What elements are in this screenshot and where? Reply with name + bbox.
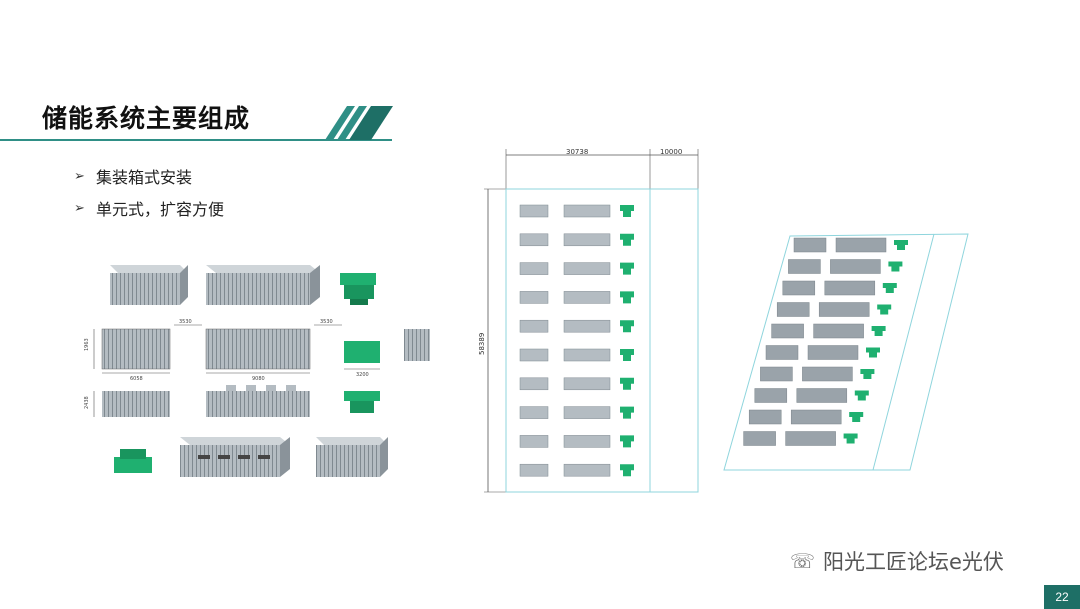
iso-pcs-unit: [894, 240, 908, 250]
battery-container-large-3d-front: [180, 437, 290, 477]
iso-pcs-unit: [860, 369, 875, 379]
plan-container-small: [519, 291, 549, 304]
pcs-unit-3d: [340, 273, 376, 305]
iso-pcs-unit: [882, 283, 897, 293]
iso-container-large: [830, 259, 881, 274]
plan-container-large: [563, 262, 611, 275]
iso-container-small: [748, 409, 782, 425]
dim-width-aux: 10000: [660, 148, 682, 156]
plan-container-small: [519, 406, 549, 419]
plan-container-small: [519, 348, 549, 362]
iso-container-small: [743, 431, 776, 446]
wechat-icon: ☏: [790, 549, 816, 573]
plan-pcs-unit: [620, 349, 634, 361]
dim-label: 9080: [252, 376, 265, 382]
bullet-item: ➢ 单元式，扩容方便: [74, 192, 224, 224]
plan-pcs-unit: [620, 262, 634, 275]
dim-label: 6058: [130, 376, 143, 382]
plan-pcs-unit: [620, 377, 634, 390]
title-stripes-decoration: [325, 106, 393, 140]
dim-label: 3200: [356, 372, 369, 378]
iso-pcs-unit: [888, 261, 903, 272]
plan-container-large: [563, 319, 611, 333]
plan-pcs-unit: [620, 291, 634, 304]
site-plan-drawing: 30738 10000 58389: [478, 148, 699, 493]
plan-pcs-unit: [620, 435, 634, 448]
component-views-drawing: 3530 3530 6058 9080 3200 1963 2438: [84, 265, 430, 477]
plan-container-large: [563, 463, 611, 477]
iso-pcs-unit: [849, 412, 864, 422]
site-isometric-drawing: [723, 233, 969, 471]
page-number: 22: [1044, 585, 1080, 609]
iso-container-small: [788, 259, 821, 274]
plan-container-small: [519, 463, 549, 477]
plan-container-large: [563, 435, 611, 448]
plan-container-small: [519, 204, 549, 218]
iso-pcs-unit: [843, 433, 858, 444]
iso-container-small: [782, 280, 816, 296]
dim-label: 2438: [84, 396, 90, 409]
title-underline: [0, 139, 392, 141]
bullet-text: 单元式，扩容方便: [96, 200, 225, 219]
iso-pcs-unit: [877, 304, 892, 315]
iso-container-small: [776, 302, 810, 317]
arrow-bullet-icon: ➢: [74, 168, 85, 184]
pcs-unit-3d-front: [114, 449, 152, 473]
iso-pcs-unit: [866, 347, 880, 358]
plan-container-small: [519, 262, 549, 275]
plan-container-large: [563, 406, 611, 419]
plan-pcs-unit: [620, 233, 634, 246]
plan-container-small: [519, 435, 549, 448]
plan-container-large: [563, 233, 611, 247]
iso-pcs-unit: [854, 390, 869, 401]
iso-container-large: [818, 302, 870, 317]
plan-pcs-unit: [620, 320, 634, 333]
dim-label: 3530: [179, 319, 192, 325]
plan-container-small: [519, 319, 549, 333]
dim-width-main: 30738: [566, 148, 588, 156]
plan-container-small: [519, 233, 549, 247]
plan-pcs-unit: [620, 464, 634, 477]
plan-container-large: [563, 204, 611, 218]
iso-container-small: [793, 237, 827, 253]
plan-pcs-unit: [620, 406, 634, 419]
plan-container-large: [563, 291, 611, 304]
bullet-text: 集装箱式安装: [96, 168, 193, 187]
iso-container-large: [802, 366, 853, 382]
dim-height: 58389: [478, 333, 486, 355]
battery-container-small-3d: [110, 265, 188, 305]
plan-container-small: [519, 377, 549, 391]
plan-container-large: [563, 348, 611, 362]
battery-container-large-3d-rear: [316, 437, 388, 477]
iso-container-large: [796, 388, 848, 403]
iso-container-large: [835, 237, 887, 253]
iso-pcs-unit: [871, 326, 886, 336]
iso-container-large: [824, 280, 876, 296]
iso-container-small: [765, 345, 799, 360]
iso-container-small: [754, 388, 788, 403]
watermark: ☏ 阳光工匠论坛e光伏: [790, 546, 1004, 576]
iso-container-large: [790, 409, 842, 425]
slide-title: 储能系统主要组成: [42, 104, 251, 133]
iso-container-small: [760, 366, 793, 382]
dim-label: 3530: [320, 319, 333, 325]
iso-container-large: [807, 345, 859, 360]
watermark-text: 阳光工匠论坛e光伏: [823, 550, 1004, 574]
iso-container-large: [785, 431, 836, 446]
plan-container-large: [563, 377, 611, 391]
iso-container-small: [771, 323, 804, 339]
arrow-bullet-icon: ➢: [74, 200, 85, 216]
battery-container-large-3d: [206, 265, 320, 305]
plan-pcs-unit: [620, 205, 634, 217]
bullet-list: ➢ 集装箱式安装 ➢ 单元式，扩容方便: [74, 160, 224, 224]
iso-container-large: [813, 323, 864, 339]
dim-label: 1963: [84, 338, 90, 351]
bullet-item: ➢ 集装箱式安装: [74, 160, 224, 192]
